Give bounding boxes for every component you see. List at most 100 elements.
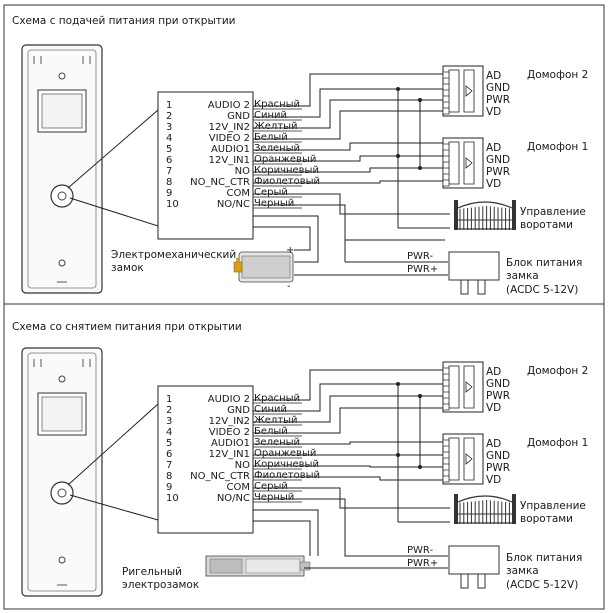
pin-label: AD <box>486 438 501 450</box>
wires <box>253 73 450 276</box>
terminal-number: 9 <box>166 482 172 493</box>
lock-minus: - <box>287 281 291 292</box>
terminal-number: 3 <box>166 122 172 133</box>
terminal-number: 2 <box>166 111 172 122</box>
power-supply-icon <box>448 251 500 295</box>
pwr-plus-label: PWR+ <box>407 264 438 275</box>
wire-color-label: Красный <box>254 393 300 404</box>
bolt-lock <box>205 555 311 577</box>
terminal-name: NO_NC_CTR <box>190 177 250 188</box>
terminal-name: AUDIO 2 <box>208 394 250 405</box>
psu-label-line2: замка <box>506 270 539 282</box>
terminal-name: NO_NC_CTR <box>190 471 250 482</box>
terminal-number: 1 <box>166 394 172 405</box>
wire-color-label: Фиолетовый <box>254 470 320 481</box>
psu-label-line3: (ACDC 5-12V) <box>506 579 578 591</box>
pin-label: VD <box>486 106 501 118</box>
wire-color-label: Коричневый <box>254 459 319 470</box>
power-supply-icon <box>448 545 500 589</box>
wire-color-label: Фиолетовый <box>254 176 320 187</box>
psu-label-line1: Блок питания <box>506 552 582 564</box>
lock-plus: + <box>286 245 294 256</box>
pwr-minus-label: PWR- <box>407 545 433 556</box>
terminal-number: 8 <box>166 177 172 188</box>
diagram-title: Схема с подачей питания при открытии <box>12 15 236 27</box>
pin-label: GND <box>486 154 510 166</box>
gate-icon <box>454 200 516 230</box>
wire-color-label: Оранжевый <box>254 448 316 459</box>
terminal-name: 12V_IN1 <box>209 155 250 166</box>
wire-color-label: Желтый <box>254 415 298 426</box>
wire-color-label: Красный <box>254 99 300 110</box>
wire-color-label: Белый <box>254 132 288 143</box>
terminal-block <box>157 91 254 240</box>
terminal-number: 4 <box>166 427 172 438</box>
terminal-name: VIDEO 2 <box>209 427 250 438</box>
terminal-name: NO <box>235 166 250 177</box>
terminal-name: NO/NC <box>217 493 250 504</box>
gate-label-line1: Управление <box>520 206 586 218</box>
terminal-number: 3 <box>166 416 172 427</box>
terminal-number: 5 <box>166 438 172 449</box>
lock-label-line1: Ригельный <box>122 566 182 578</box>
terminal-number: 8 <box>166 471 172 482</box>
lock-label-line2: замок <box>111 262 144 274</box>
terminal-name: AUDIO 2 <box>208 100 250 111</box>
terminal-name: 12V_IN2 <box>209 122 250 133</box>
terminal-number: 6 <box>166 155 172 166</box>
terminal-number: 10 <box>166 199 179 210</box>
gate-label-line2: воротами <box>520 219 573 231</box>
terminal-number: 6 <box>166 449 172 460</box>
pin-label: GND <box>486 450 510 462</box>
diagram-title: Схема со снятием питания при открытии <box>12 321 242 333</box>
button-circle <box>50 481 74 505</box>
pin-label: AD <box>486 142 501 154</box>
electromechanical-lock: + - <box>233 245 294 292</box>
terminal-number: 5 <box>166 144 172 155</box>
terminal-number: 9 <box>166 188 172 199</box>
wire-color-label: Коричневый <box>254 165 319 176</box>
call-panel <box>21 347 103 597</box>
pin-label: PWR <box>486 166 510 178</box>
psu-label-line1: Блок питания <box>506 257 582 269</box>
psu-label-line2: замка <box>506 565 539 577</box>
pin-label: GND <box>486 378 510 390</box>
pin-label: PWR <box>486 94 510 106</box>
wire-color-label: Белый <box>254 426 288 437</box>
wire-color-label: Синий <box>254 110 287 121</box>
wire-color-label: Желтый <box>254 121 298 132</box>
terminal-name: VIDEO 2 <box>209 133 250 144</box>
terminal-name: COM <box>227 482 250 493</box>
gate-icon <box>454 494 516 524</box>
terminal-name: AUDIO1 <box>211 438 250 449</box>
terminal-name: 12V_IN2 <box>209 416 250 427</box>
terminal-name: NO <box>235 460 250 471</box>
wire-color-label: Зеленый <box>254 143 300 154</box>
pwr-plus-label: PWR+ <box>407 558 438 569</box>
gate-label-line1: Управление <box>520 500 586 512</box>
lock-label-line1: Электромеханический <box>111 249 236 261</box>
terminal-number: 7 <box>166 166 172 177</box>
terminal-number: 4 <box>166 133 172 144</box>
pin-label: GND <box>486 82 510 94</box>
pin-label: PWR <box>486 390 510 402</box>
wire-color-label: Черный <box>254 492 294 503</box>
intercom-label: Домофон 2 <box>527 365 588 377</box>
button-circle <box>50 184 74 208</box>
terminal-name: AUDIO1 <box>211 144 250 155</box>
terminal-number: 2 <box>166 405 172 416</box>
terminal-name: COM <box>227 188 250 199</box>
terminal-number: 1 <box>166 100 172 111</box>
psu-label-line3: (ACDC 5-12V) <box>506 284 578 296</box>
wire-color-label: Синий <box>254 404 287 415</box>
wire-color-label: Серый <box>254 481 288 492</box>
terminal-block <box>157 385 254 534</box>
lock-label-line2: электрозамок <box>122 579 199 591</box>
